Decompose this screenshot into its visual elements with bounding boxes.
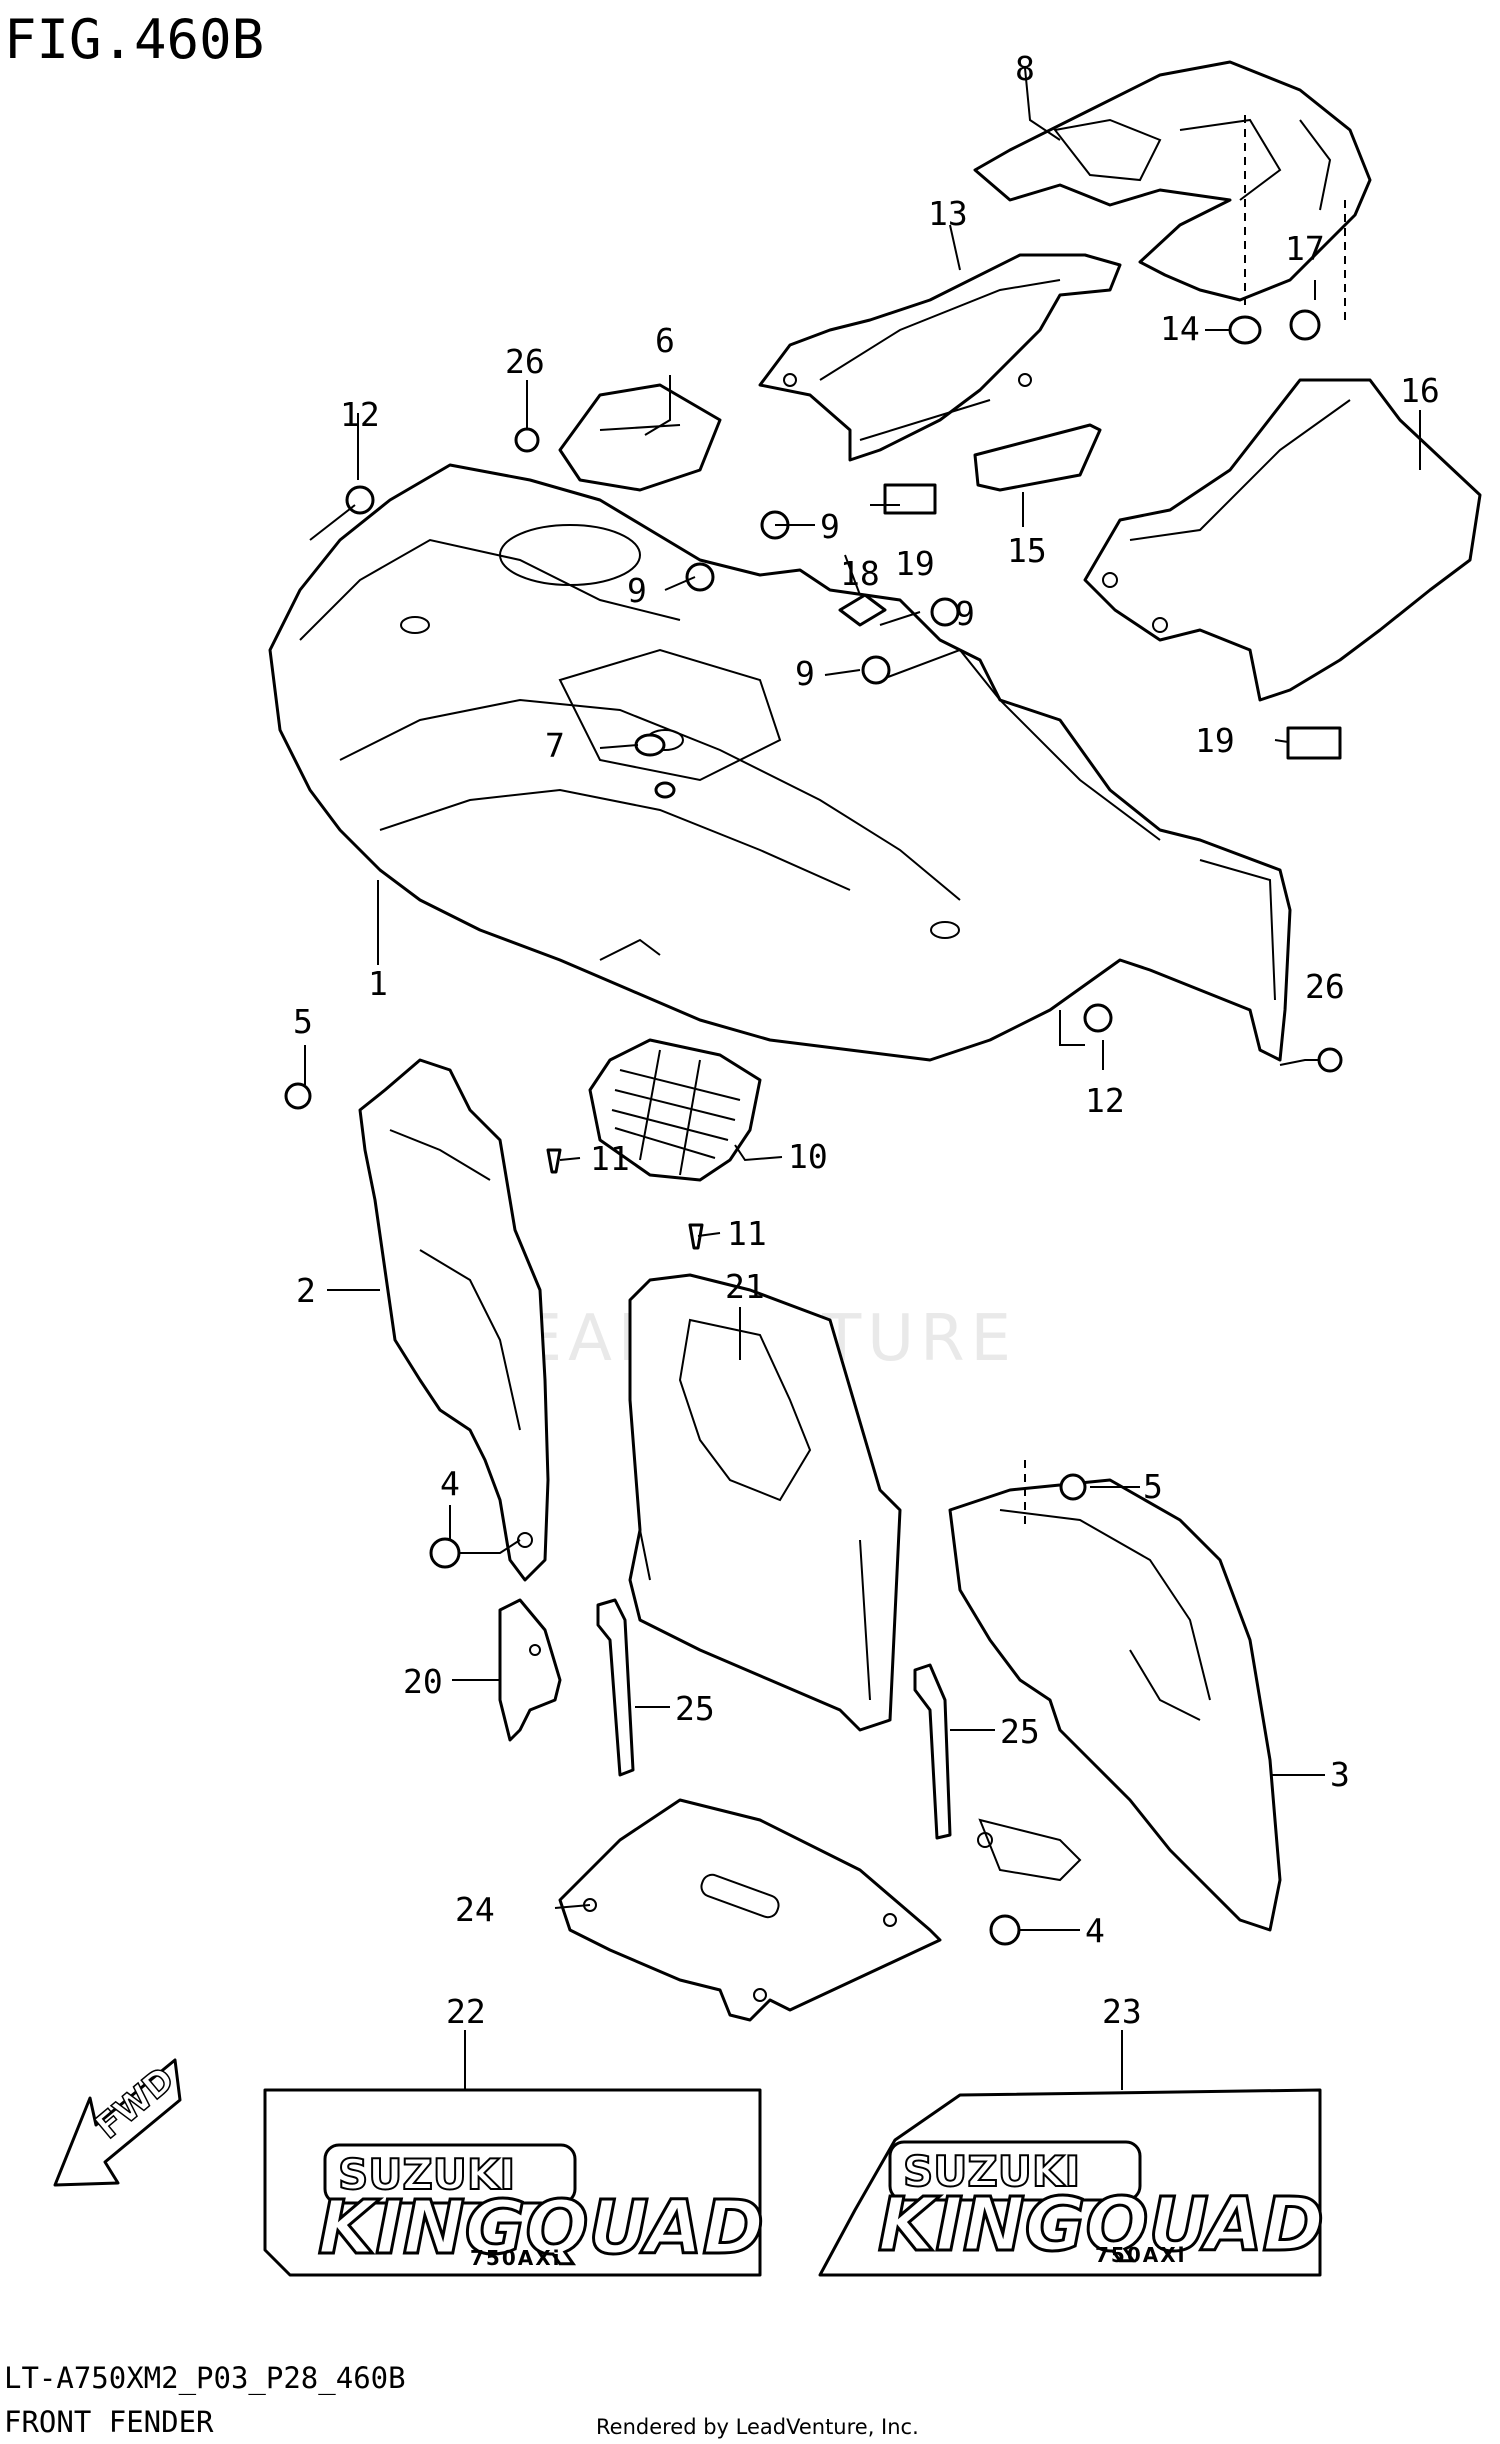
part-2-left-inner-fender xyxy=(358,1058,550,1582)
part-23-decal-right: SUZUKI KINGQUAD 750AXi xyxy=(818,2088,1325,2277)
decal-right-brand: SUZUKI xyxy=(903,2147,1080,2196)
callout-3: 3 xyxy=(1330,1755,1350,1794)
part-15-pad xyxy=(973,423,1102,492)
callout-17: 17 xyxy=(1285,229,1325,268)
fastener-26b xyxy=(1317,1047,1343,1073)
render-credit: Rendered by LeadVenture, Inc. xyxy=(596,2415,919,2439)
callout-25a: 25 xyxy=(675,1689,715,1728)
callout-2: 2 xyxy=(296,1271,316,1310)
part-20-bracket xyxy=(498,1598,562,1742)
part-19-block-b xyxy=(1286,726,1342,760)
callout-1: 1 xyxy=(368,964,388,1003)
part-25-cable-tie-right xyxy=(913,1663,952,1840)
figure-title: FIG.460B xyxy=(4,8,264,71)
callout-12b: 12 xyxy=(1085,1081,1125,1120)
callout-9b: 9 xyxy=(627,571,647,610)
part-22-decal-left: SUZUKI KINGQUAD 750AXi xyxy=(263,2088,765,2277)
callout-11a: 11 xyxy=(590,1139,630,1178)
decal-left-model: KINGQUAD xyxy=(318,2185,764,2271)
fwd-arrow: FWD xyxy=(53,2058,183,2187)
callout-16: 16 xyxy=(1400,371,1440,410)
part-18-tag xyxy=(838,593,887,627)
fastener-9d xyxy=(861,655,891,685)
fastener-5a xyxy=(284,1082,312,1110)
model-code: LT-A750XM2_P03_P28_460B xyxy=(4,2361,406,2396)
callout-4b: 4 xyxy=(1085,1911,1105,1950)
callout-10: 10 xyxy=(788,1137,828,1176)
fastener-4b xyxy=(989,1914,1021,1946)
part-10-grille xyxy=(588,1038,762,1182)
callout-22: 22 xyxy=(446,1992,486,2031)
callout-26a: 26 xyxy=(505,342,545,381)
callout-26b: 26 xyxy=(1305,967,1345,1006)
callout-21: 21 xyxy=(725,1267,765,1306)
decal-left-brand: SUZUKI xyxy=(338,2150,515,2199)
callout-5a: 5 xyxy=(293,1002,313,1041)
callout-9a: 9 xyxy=(820,507,840,546)
fastener-17 xyxy=(1289,309,1321,341)
decal-right-model: KINGQUAD xyxy=(878,2182,1324,2268)
fastener-26a xyxy=(514,427,540,453)
decal-left-sub: 750AXi xyxy=(470,2246,562,2270)
fastener-4a xyxy=(429,1537,461,1569)
part-8-upper-cover xyxy=(973,60,1372,302)
callout-11b: 11 xyxy=(727,1214,767,1253)
part-19-block-a xyxy=(883,483,937,515)
part-21-panel xyxy=(628,1273,902,1732)
section-name: FRONT FENDER xyxy=(4,2405,214,2439)
callout-13: 13 xyxy=(928,194,968,233)
callout-12a: 12 xyxy=(340,395,380,434)
callout-20: 20 xyxy=(403,1662,443,1701)
fastener-14 xyxy=(1228,315,1262,345)
decal-right-sub: 750AXi xyxy=(1095,2243,1187,2267)
fastener-5b xyxy=(1059,1473,1087,1501)
fastener-9c xyxy=(930,597,960,627)
callout-7: 7 xyxy=(545,726,565,765)
callout-6: 6 xyxy=(655,321,675,360)
callout-14: 14 xyxy=(1160,309,1200,348)
fastener-12b xyxy=(1083,1003,1113,1033)
part-24-plate xyxy=(558,1798,942,2022)
callout-9d: 9 xyxy=(795,654,815,693)
part-16-side-cover xyxy=(1083,378,1482,702)
callout-19b: 19 xyxy=(1195,721,1235,760)
leader-lines xyxy=(304,67,1421,2090)
callout-18: 18 xyxy=(840,554,880,593)
fastener-11b xyxy=(688,1223,704,1250)
callout-5b: 5 xyxy=(1143,1467,1163,1506)
fastener-9a xyxy=(685,562,715,592)
part-3-right-inner-fender xyxy=(948,1478,1282,1932)
fastener-11a xyxy=(546,1148,562,1174)
callout-23: 23 xyxy=(1102,1992,1142,2031)
part-25-cable-tie-left xyxy=(596,1598,635,1777)
part-1-front-fender xyxy=(268,463,1292,1062)
part-6-lid xyxy=(558,383,722,492)
callout-24: 24 xyxy=(455,1890,495,1929)
callout-8: 8 xyxy=(1015,49,1035,88)
callouts: 8 13 17 14 6 26 12 16 9 15 19 9 18 9 9 1… xyxy=(293,49,1440,2031)
part-13-bracket xyxy=(758,253,1122,462)
callout-19a: 19 xyxy=(895,544,935,583)
callout-25b: 25 xyxy=(1000,1712,1040,1751)
callout-4a: 4 xyxy=(440,1464,460,1503)
callout-9c: 9 xyxy=(955,594,975,633)
callout-15: 15 xyxy=(1007,531,1047,570)
